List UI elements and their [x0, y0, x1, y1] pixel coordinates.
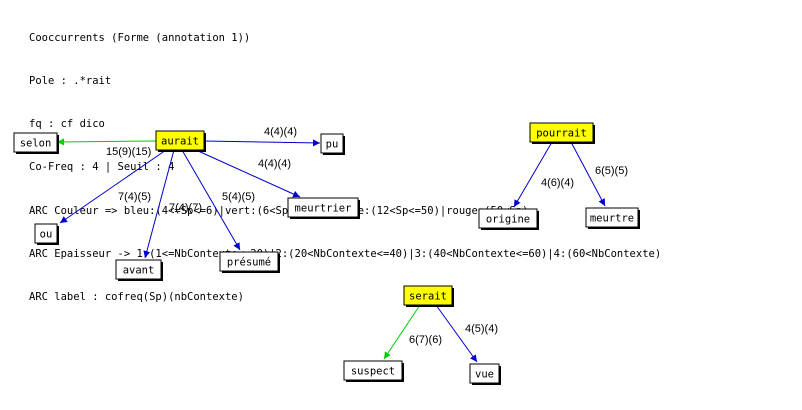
node-label: vue — [475, 369, 494, 381]
header-fq-line: fq : cf dico — [29, 118, 105, 131]
edge-label-aurait-selon: 15(9)(15) — [106, 146, 151, 158]
node-box — [34, 223, 58, 244]
edge-pourrait-origine — [513, 141, 553, 208]
node-label: avant — [123, 265, 155, 277]
node-suspect[interactable]: suspect — [343, 360, 404, 382]
node-pourrait[interactable]: pourrait — [529, 122, 595, 144]
node-label: suspect — [351, 366, 395, 378]
edge-aurait-meurtrier — [195, 149, 301, 198]
header-title-line: Cooccurrents (Forme (annotation 1)) — [29, 31, 251, 44]
edge-aurait-avant — [143, 149, 175, 259]
node-box — [469, 363, 500, 384]
node-box — [585, 207, 639, 228]
node-vue[interactable]: vue — [469, 363, 501, 385]
edge-label-aurait-presume: 5(4)(5) — [222, 191, 255, 203]
edge-aurait-presume — [181, 149, 241, 251]
node-label: pourrait — [536, 128, 587, 140]
node-box — [115, 259, 162, 280]
node-label: origine — [486, 214, 530, 226]
edge-label-aurait-meurtrier: 4(4)(4) — [258, 158, 291, 170]
node-box — [343, 360, 403, 381]
edge-pourrait-meurtre — [570, 141, 606, 207]
node-box — [13, 132, 58, 153]
header-cofreq-line: Co-Freq : 4 | Seuil : 4 — [29, 161, 175, 174]
pole-node-box — [155, 130, 205, 151]
node-label: meurtre — [590, 213, 634, 225]
edge-labels-layer: 15(9)(15) 4(4)(4) 4(4)(4) 7(4)(5) 7(4)(7) 5(4… — [106, 126, 628, 346]
edge-label-serait-suspect: 6(7)(6) — [409, 334, 442, 346]
node-box — [287, 197, 359, 218]
node-ou[interactable]: ou — [34, 223, 59, 245]
edge-aurait-selon — [56, 138, 157, 146]
edge-label-aurait-ou: 7(4)(5) — [118, 191, 151, 203]
node-meurtre[interactable]: meurtre — [585, 207, 640, 229]
edges-layer — [56, 138, 606, 363]
node-aurait[interactable]: aurait — [155, 130, 206, 152]
node-meurtrier[interactable]: meurtrier — [287, 197, 360, 219]
edge-label-aurait-avant: 7(4)(7) — [169, 202, 202, 214]
node-presume[interactable]: présumé — [219, 251, 280, 273]
edge-aurait-ou — [59, 149, 167, 224]
node-box — [320, 133, 344, 154]
node-label: selon — [20, 138, 52, 150]
header-arc-label-line: ARC label : cofreq(Sp)(nbContexte) — [29, 291, 244, 304]
node-origine[interactable]: origine — [478, 208, 539, 230]
node-label: présumé — [227, 257, 271, 269]
edge-label-pourrait-origine: 4(6)(4) — [541, 177, 574, 189]
edge-label-pourrait-meurtre: 6(5)(5) — [595, 165, 628, 177]
node-label: serait — [409, 291, 447, 303]
node-selon[interactable]: selon — [13, 132, 59, 154]
node-pu[interactable]: pu — [320, 133, 345, 155]
node-box — [478, 208, 538, 229]
nodes-layer: aurait selon pu meurtrier ou avant présumé pour… — [13, 122, 640, 385]
pole-node-box — [529, 122, 594, 143]
node-serait[interactable]: serait — [403, 285, 454, 307]
node-label: meurtrier — [295, 203, 352, 215]
edge-label-aurait-pu: 4(4)(4) — [264, 126, 297, 138]
edge-aurait-pu — [203, 139, 321, 147]
node-label: pu — [326, 139, 339, 151]
edge-serait-suspect — [383, 304, 421, 360]
pole-node-box — [403, 285, 453, 306]
node-label: aurait — [161, 136, 199, 148]
edge-serait-vue — [435, 304, 478, 363]
header-pole-line: Pole : .*rait — [29, 75, 112, 88]
edge-label-serait-vue: 4(5)(4) — [465, 323, 498, 335]
node-avant[interactable]: avant — [115, 259, 163, 281]
node-label: ou — [40, 229, 53, 241]
node-box — [219, 251, 279, 272]
